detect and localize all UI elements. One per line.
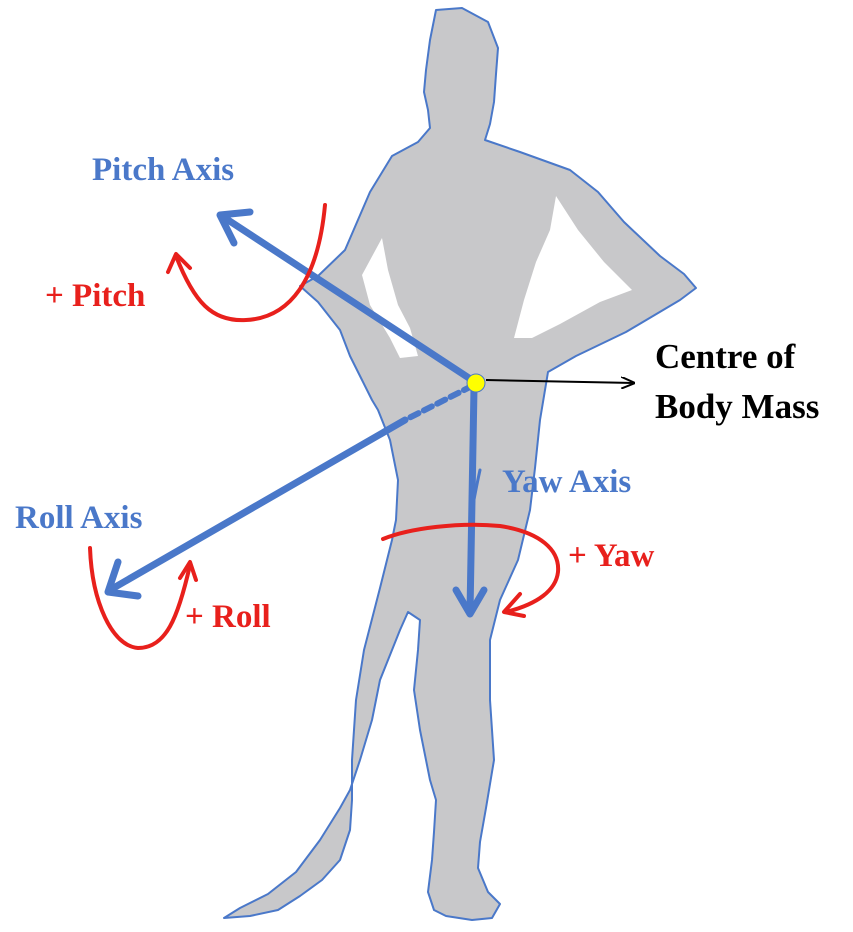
centre-of-mass-marker xyxy=(467,374,485,392)
pitch-rotation-arrow xyxy=(168,205,325,320)
yaw-rotation-label: + Yaw xyxy=(568,538,655,574)
roll-axis-label: Roll Axis xyxy=(15,500,143,536)
com-label-line1: Centre of xyxy=(655,337,796,376)
roll-rotation-arrow xyxy=(90,548,196,648)
yaw-axis-label: Yaw Axis xyxy=(502,464,631,500)
roll-rotation-label: + Roll xyxy=(185,599,271,635)
com-label-line2: Body Mass xyxy=(655,387,819,426)
pitch-rotation-label: + Pitch xyxy=(45,278,145,314)
pitch-axis-label: Pitch Axis xyxy=(92,152,234,188)
